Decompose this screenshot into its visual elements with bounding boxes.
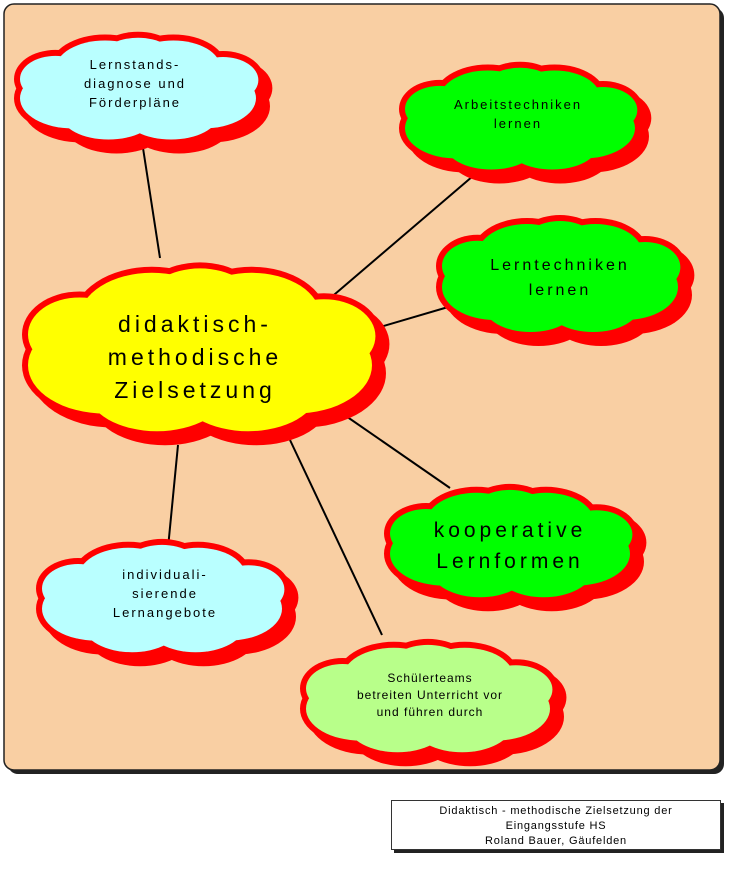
caption-line: Roland Bauer, Gäufelden (485, 835, 627, 847)
center-line: methodische (107, 344, 283, 370)
schuelerteams-line: betreiten Unterricht vor (356, 688, 504, 702)
kooperative-line: Lernformen (436, 550, 584, 573)
schuelerteams-line: Schülerteams (387, 671, 473, 685)
schuelerteams-cloud (306, 644, 553, 753)
arbeitstechniken-cloud-label: Arbeitstechniken lernen (433, 95, 603, 133)
kooperative-line: kooperative (433, 519, 587, 542)
lerntechniken-line: Lerntechniken (490, 257, 630, 274)
arbeitstechniken-line: lernen (493, 116, 543, 131)
connector-lines (142, 147, 481, 636)
lerntechniken-line: lernen (528, 282, 592, 299)
connector-individuell (167, 444, 179, 549)
individuell-cloud (42, 544, 285, 653)
caption-box: Didaktisch - methodische Zielsetzung der… (391, 800, 721, 850)
lernstand-line: diagnose und (83, 76, 187, 91)
lerntechniken-cloud-label: Lerntechniken lernen (465, 253, 655, 303)
connector-schuelerteams (289, 439, 383, 636)
kooperative-cloud-label: kooperative Lernformen (405, 515, 615, 577)
center-cloud (28, 268, 376, 432)
individuell-cloud-label: individuali- sierende Lernangebote (85, 565, 245, 622)
kooperative-cloud (390, 489, 633, 598)
lerntechniken-cloud (442, 221, 681, 332)
connector-lerntechniken (369, 304, 456, 331)
individuell-line: individuali- (122, 567, 208, 582)
arbeitstechniken-cloud (405, 67, 638, 170)
lernstand-cloud-label: Lernstands- diagnose und Förderpläne (60, 55, 210, 112)
arbeitstechniken-line: Arbeitstechniken (453, 97, 583, 112)
lernstand-cloud (20, 37, 259, 140)
individuell-line: Lernangebote (112, 605, 218, 620)
center-cloud-label: didaktisch- methodische Zielsetzung (85, 308, 305, 407)
individuell-line: sierende (132, 586, 198, 601)
connector-lernstand (142, 147, 161, 259)
center-line: didaktisch- (118, 311, 272, 337)
schuelerteams-line: und führen durch (376, 705, 484, 719)
connector-arbeitstechniken (327, 169, 481, 301)
lernstand-line: Förderpläne (88, 95, 182, 110)
connector-kooperative (329, 404, 451, 489)
center-line: Zielsetzung (114, 377, 276, 403)
lernstand-line: Lernstands- (89, 57, 181, 72)
caption-line: Eingangsstufe HS (505, 820, 607, 832)
caption-line: Didaktisch - methodische Zielsetzung der (439, 805, 673, 817)
schuelerteams-cloud-label: Schülerteams betreiten Unterricht vor un… (335, 670, 525, 721)
